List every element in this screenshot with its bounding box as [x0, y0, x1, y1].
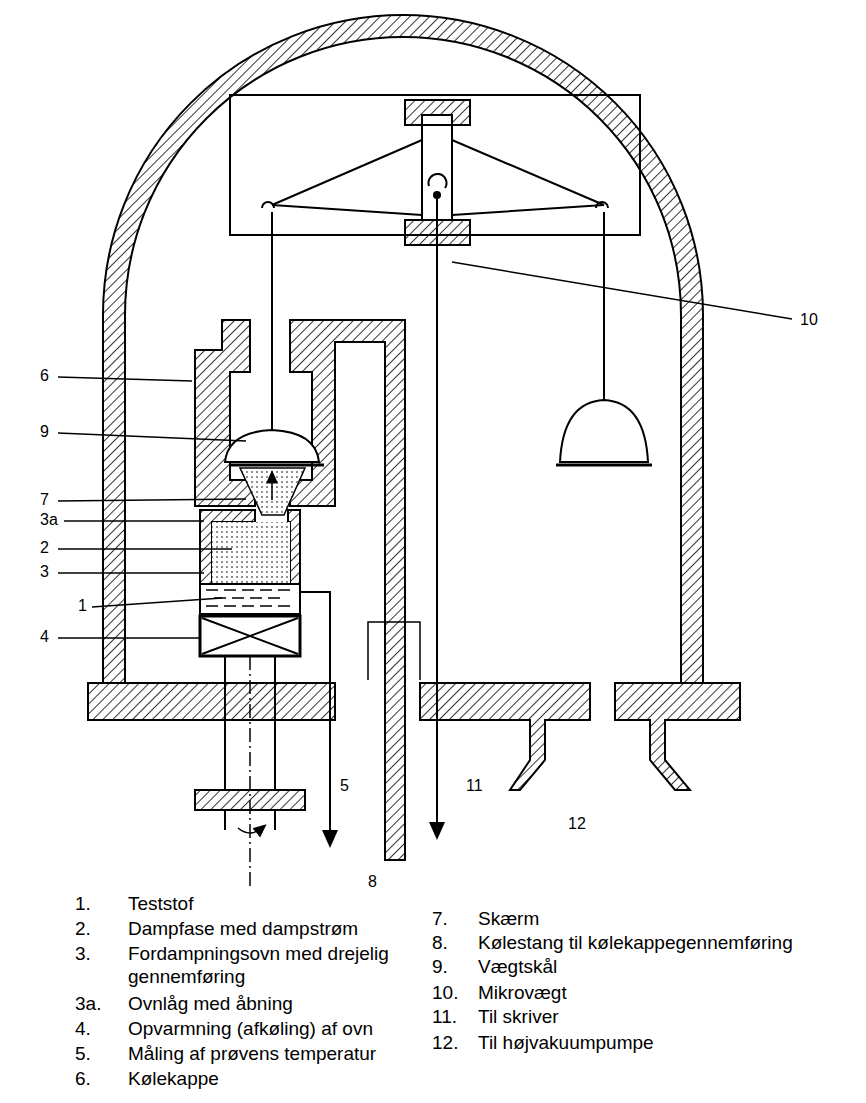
legend-text: Opvarmning (afkøling) af ovn	[128, 1018, 373, 1041]
callout-number: 10	[798, 310, 820, 329]
callout-number: 7	[38, 490, 51, 509]
legend-text: Vægtskål	[478, 956, 557, 979]
legend-number: 8.	[432, 932, 448, 955]
callout-number: 12	[566, 814, 588, 833]
legend-text: Mikrovægt	[478, 982, 567, 1005]
legend-number: 10.	[432, 982, 458, 1005]
legend-number: 9.	[432, 956, 448, 979]
legend-text: Måling af prøvens temperatur	[128, 1043, 376, 1066]
legend-number: 12.	[432, 1032, 458, 1055]
callout-number: 6	[38, 366, 51, 385]
legend-text: Skærm	[478, 908, 539, 931]
legend-number: 6.	[75, 1068, 91, 1091]
legend-text: Til skriver	[478, 1006, 559, 1029]
callout-number: 11	[464, 776, 485, 795]
legend-number: 3.	[75, 943, 91, 966]
legend-text: Fordampningsovn med drejelig gennemførin…	[128, 943, 413, 989]
callout-number: 9	[38, 422, 51, 441]
callout-number: 8	[366, 872, 379, 891]
callout-number: 1	[76, 596, 89, 615]
callout-number: 2	[38, 538, 51, 557]
callout-number: 3	[38, 562, 51, 581]
legend-text: Teststof	[128, 893, 193, 916]
legend-number: 7.	[432, 908, 448, 931]
callout-number: 4	[38, 627, 51, 646]
legend-number: 11.	[432, 1006, 457, 1029]
legend-text: Kølestang til kølekappegennemføring	[478, 932, 793, 955]
legend-number: 1.	[75, 893, 91, 916]
legend-number: 3a.	[75, 993, 101, 1016]
legend-text: Dampfase med dampstrøm	[128, 918, 358, 941]
legend-number: 4.	[75, 1018, 91, 1041]
callout-number: 5	[338, 776, 351, 795]
callout-number: 3a	[38, 510, 60, 529]
legend-number: 2.	[75, 918, 91, 941]
legend-text: Kølekappe	[128, 1068, 219, 1091]
legend-text: Ovnlåg med åbning	[128, 993, 293, 1016]
legend-text: Til højvakuumpumpe	[478, 1032, 654, 1055]
legend-number: 5.	[75, 1043, 91, 1066]
